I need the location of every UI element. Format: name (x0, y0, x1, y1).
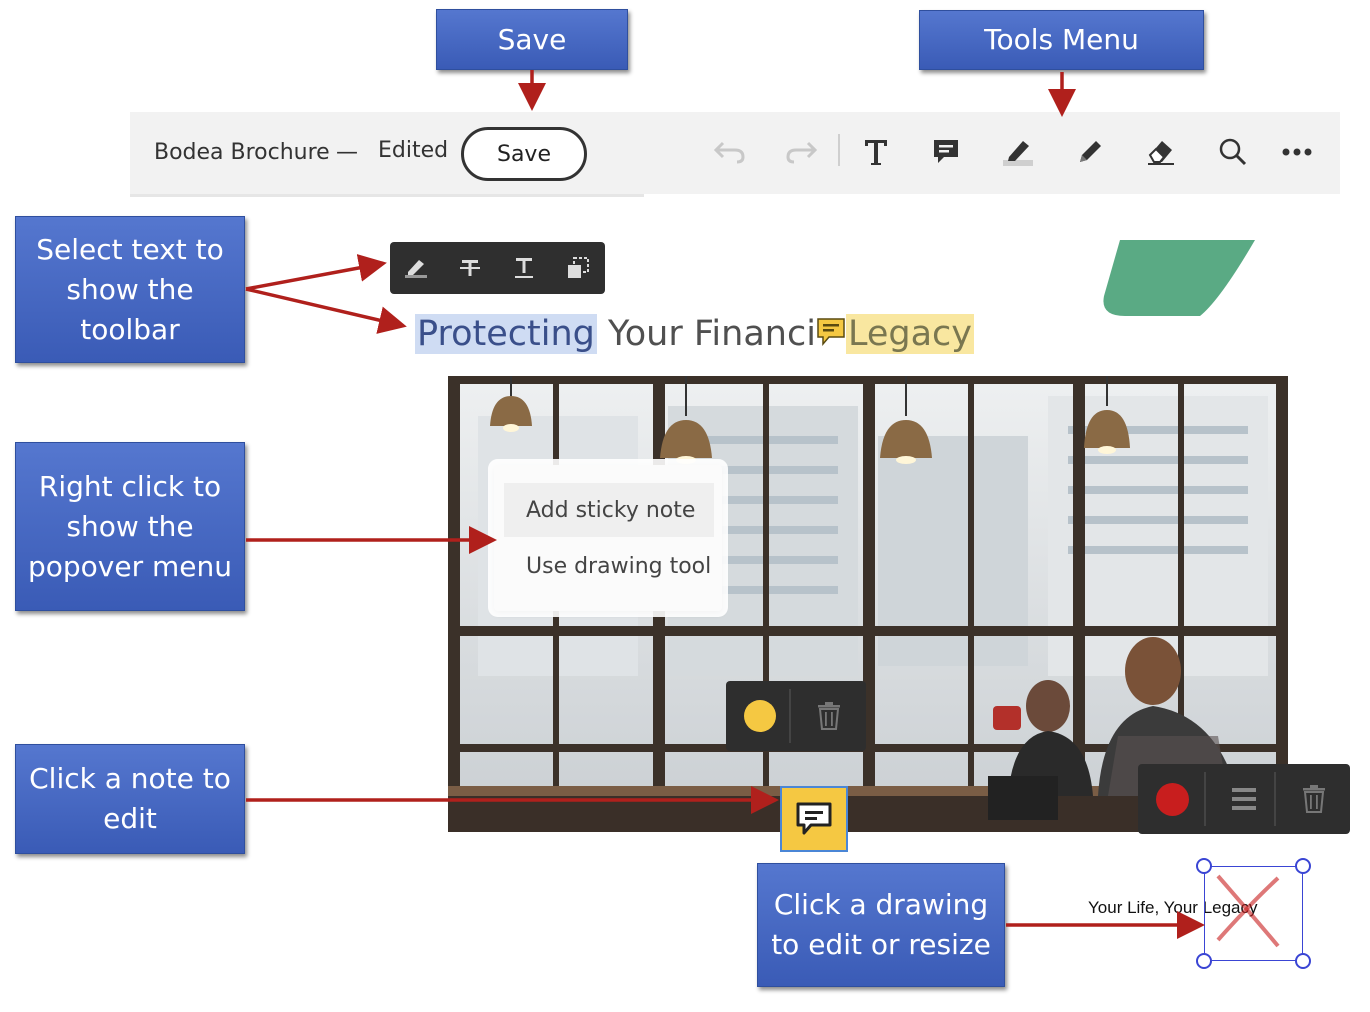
strikethrough-icon[interactable] (456, 254, 484, 282)
note-color-swatch[interactable] (744, 700, 776, 732)
undo-icon[interactable] (710, 132, 750, 172)
callout-tools-menu: Tools Menu (919, 10, 1204, 70)
toolbar-divider (789, 689, 791, 743)
comment-icon (796, 802, 832, 835)
underline-icon[interactable] (510, 254, 538, 282)
drawing-color-swatch[interactable] (1156, 783, 1189, 816)
trash-icon[interactable] (1301, 784, 1327, 819)
drawn-x-mark[interactable] (1206, 868, 1301, 959)
toolbar-underline (130, 194, 644, 197)
toolbar-divider (838, 134, 840, 166)
drawing-edit-toolbar (1138, 764, 1350, 834)
decorative-leaf-shape (1103, 240, 1255, 316)
resize-handle-top-right[interactable] (1295, 858, 1311, 874)
toolbar-divider (1274, 772, 1276, 826)
highlight-icon[interactable] (402, 254, 430, 282)
callout-save: Save (436, 9, 628, 70)
heading-text: Your Financi (596, 314, 816, 354)
text-tool-icon[interactable] (856, 132, 896, 172)
popover-menu: Add sticky note Use drawing tool (494, 465, 722, 611)
selected-text[interactable]: Protecting (415, 314, 597, 354)
edited-status: Edited (378, 138, 449, 163)
app-toolbar: Bodea Brochure — Edited Save (130, 112, 1340, 194)
document-title: Bodea Brochure (154, 140, 330, 165)
callout-right-click: Right click to show the popover menu (15, 442, 245, 611)
menu-item-use-drawing-tool[interactable]: Use drawing tool (526, 553, 712, 579)
menu-item-add-sticky-note[interactable]: Add sticky note (504, 483, 714, 537)
toolbar-divider (1204, 772, 1206, 826)
comment-icon[interactable] (926, 132, 966, 172)
note-edit-toolbar (726, 681, 866, 751)
note-marker-icon[interactable] (816, 316, 846, 347)
callout-select-text: Select text to show the toolbar (15, 216, 245, 363)
callout-click-note: Click a note to edit (15, 744, 245, 854)
redo-icon[interactable] (781, 132, 821, 172)
trash-icon[interactable] (816, 701, 842, 736)
document-heading[interactable]: Protecting Your Financi Legacy (415, 314, 974, 358)
drawing-selection-box[interactable] (1196, 858, 1311, 969)
text-selection-toolbar (390, 242, 605, 294)
resize-handle-bottom-right[interactable] (1295, 953, 1311, 969)
highlighted-text[interactable]: Legacy (845, 314, 974, 354)
resize-handle-bottom-left[interactable] (1196, 953, 1212, 969)
callout-click-drawing: Click a drawing to edit or resize (757, 863, 1005, 987)
stroke-width-icon[interactable] (1232, 786, 1256, 817)
pencil-icon[interactable] (1070, 132, 1110, 172)
highlight-icon[interactable] (998, 132, 1038, 172)
resize-handle-top-left[interactable] (1196, 858, 1212, 874)
title-separator: — (336, 140, 358, 165)
eraser-icon[interactable] (1141, 132, 1181, 172)
save-button[interactable]: Save (461, 127, 587, 181)
more-icon[interactable] (1277, 132, 1317, 172)
search-icon[interactable] (1213, 132, 1253, 172)
drawing-caption-text: Your Life, Your Legacy (1088, 898, 1258, 917)
copy-icon[interactable] (564, 254, 592, 282)
sticky-note[interactable] (780, 786, 848, 852)
